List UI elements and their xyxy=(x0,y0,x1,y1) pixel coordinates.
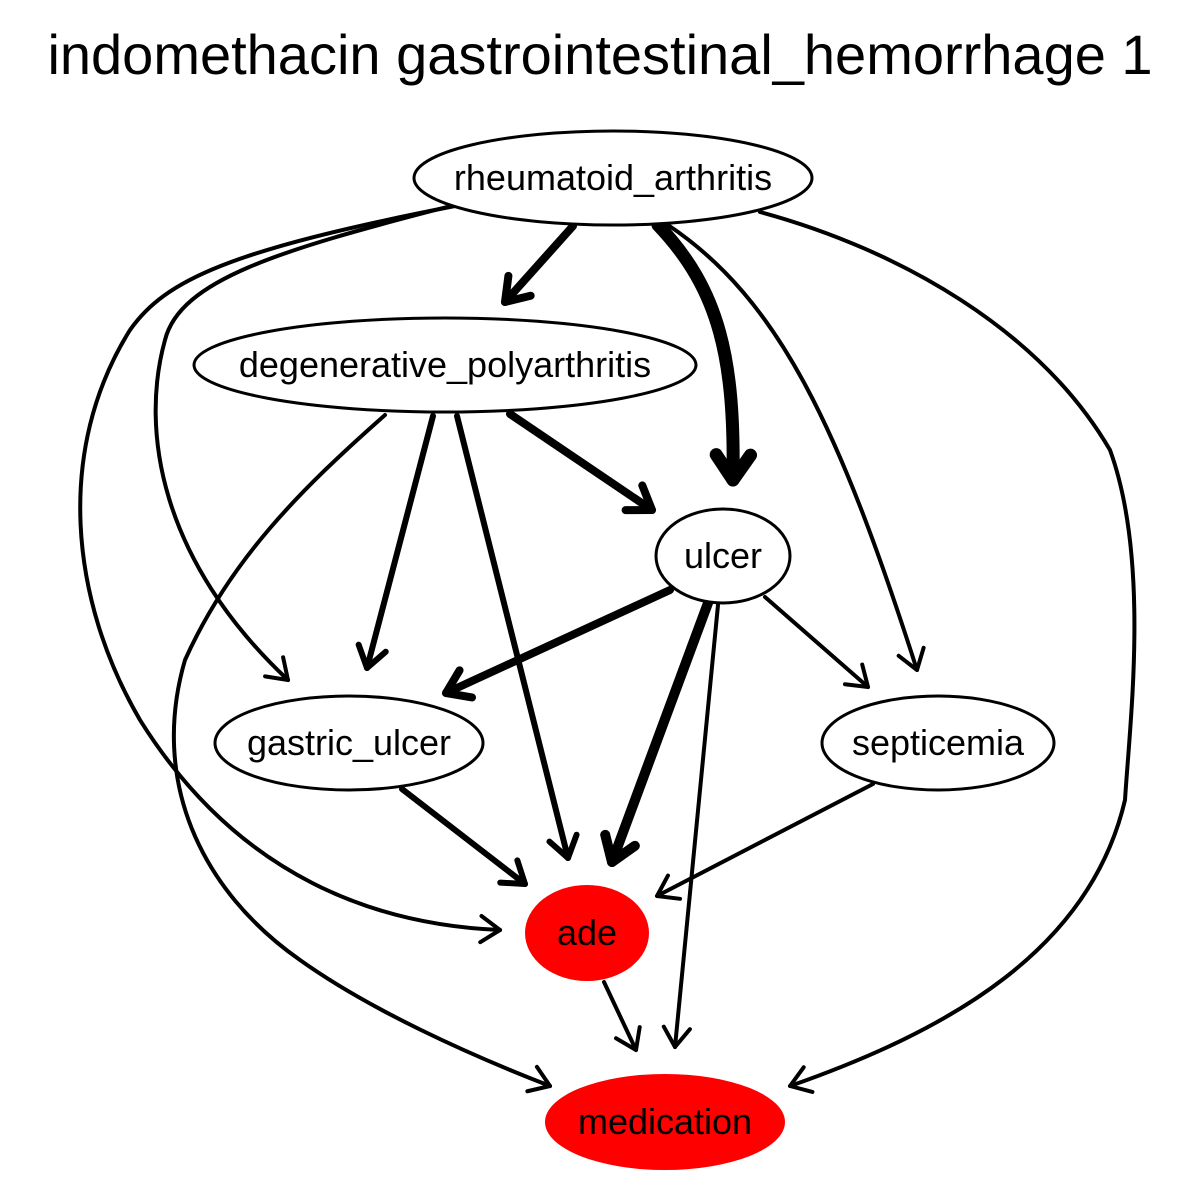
arrowhead-icon xyxy=(613,1025,642,1052)
edge-rheumatoid_arthritis-to-ulcer xyxy=(651,218,758,487)
node-label: gastric_ulcer xyxy=(247,722,451,763)
node-label: ulcer xyxy=(684,535,762,576)
node-shape xyxy=(213,694,485,792)
edge-line xyxy=(171,413,552,1088)
edge-line xyxy=(78,204,502,932)
edge-line xyxy=(651,218,740,487)
node-label: medication xyxy=(578,1101,752,1142)
node-label: degenerative_polyarthritis xyxy=(239,344,651,385)
edge-line xyxy=(501,222,577,306)
edge-degenerative_polyarthritis-to-medication xyxy=(171,413,552,1094)
edge-line xyxy=(655,782,875,898)
node-shape xyxy=(654,507,792,605)
edge-line xyxy=(364,413,436,671)
edge-line xyxy=(607,598,713,867)
arrowhead-icon xyxy=(655,873,683,901)
edge-line xyxy=(506,410,656,514)
edge-line xyxy=(673,603,720,1049)
node-shape xyxy=(192,316,698,414)
edge-degenerative_polyarthritis-to-ulcer xyxy=(506,410,656,515)
edge-ade-to-medication xyxy=(602,980,642,1052)
arrowhead-icon xyxy=(788,1065,815,1094)
arrowhead-icon xyxy=(896,645,926,672)
edge-line xyxy=(454,413,571,861)
nodes-layer: rheumatoid_arthritis degenerative_polyart… xyxy=(192,129,1056,1170)
arrowhead-icon xyxy=(709,448,758,487)
edge-rheumatoid_arthritis-to-degenerative_polyarthritis xyxy=(501,222,577,306)
edge-rheumatoid_arthritis-to-ade xyxy=(78,204,502,945)
edge-line xyxy=(666,223,919,672)
node-label: septicemia xyxy=(852,722,1025,763)
arrowhead-icon xyxy=(661,1024,692,1049)
arrowhead-icon xyxy=(497,857,528,887)
node-shape xyxy=(525,885,649,981)
arrowhead-icon xyxy=(600,829,640,867)
arrowhead-icon xyxy=(478,914,502,945)
node-gastric-ulcer: gastric_ulcer xyxy=(213,694,485,792)
edge-degenerative_polyarthritis-to-gastric_ulcer xyxy=(355,413,436,671)
edge-rheumatoid_arthritis-to-septicemia xyxy=(666,223,926,672)
edge-ulcer-to-ade xyxy=(600,598,713,867)
edge-line xyxy=(758,210,1137,1088)
edge-line xyxy=(153,205,449,682)
node-ulcer: ulcer xyxy=(654,507,792,605)
edge-ulcer-to-medication xyxy=(661,603,720,1049)
arrowhead-icon xyxy=(621,481,656,515)
edge-rheumatoid_arthritis-to-medication xyxy=(758,210,1137,1094)
edges-layer xyxy=(78,204,1137,1094)
arrowhead-icon xyxy=(501,271,535,306)
node-medication: medication xyxy=(545,1074,785,1170)
arrowhead-icon xyxy=(263,655,290,682)
node-shape xyxy=(545,1074,785,1170)
edge-rheumatoid_arthritis-to-gastric_ulcer xyxy=(153,205,449,682)
edge-ulcer-to-septicemia xyxy=(763,595,870,689)
arrowhead-icon xyxy=(842,662,870,689)
node-degenerative-polyarthritis: degenerative_polyarthritis xyxy=(192,316,698,414)
node-shape xyxy=(820,694,1056,792)
edge-septicemia-to-ade xyxy=(655,782,875,901)
node-label: ade xyxy=(557,912,617,953)
edge-line xyxy=(763,595,870,689)
edge-line xyxy=(399,786,528,887)
edge-degenerative_polyarthritis-to-ade xyxy=(454,413,580,861)
edge-line xyxy=(442,586,674,697)
node-rheumatoid-arthritis: rheumatoid_arthritis xyxy=(412,129,814,227)
edge-gastric_ulcer-to-ade xyxy=(399,786,528,887)
edge-line xyxy=(602,980,638,1052)
arrowhead-icon xyxy=(525,1064,552,1094)
edge-ulcer-to-gastric_ulcer xyxy=(442,586,674,702)
node-septicemia: septicemia xyxy=(820,694,1056,792)
arrowhead-icon xyxy=(355,641,389,671)
diagram-title: indomethacin gastrointestinal_hemorrhage… xyxy=(47,23,1153,86)
node-shape xyxy=(412,129,814,227)
node-ade: ade xyxy=(525,885,649,981)
arrowhead-icon xyxy=(546,831,580,861)
node-label: rheumatoid_arthritis xyxy=(454,157,772,198)
arrowhead-icon xyxy=(442,666,477,702)
